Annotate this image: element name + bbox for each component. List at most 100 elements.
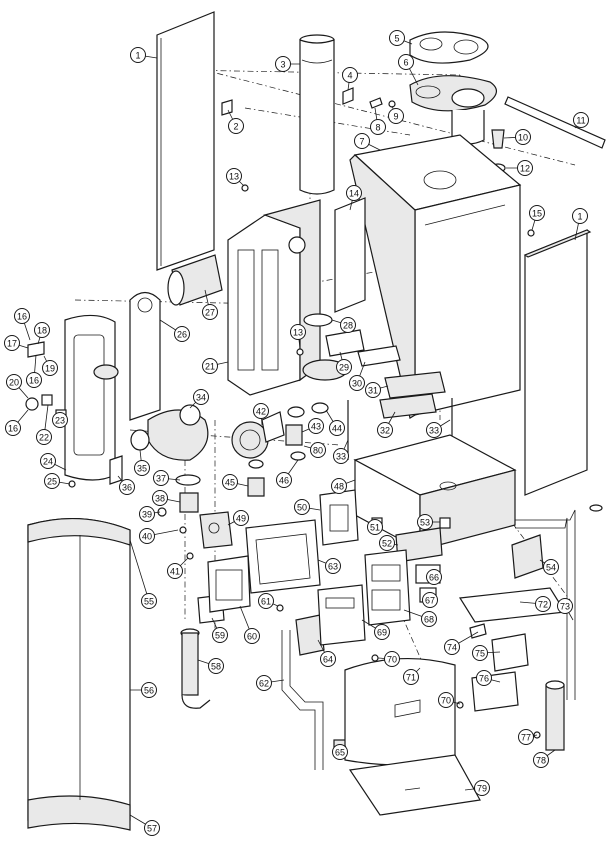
callout-39: 39: [139, 506, 155, 522]
callout-label: 67: [425, 596, 435, 606]
callout-circle: [573, 112, 589, 128]
callout-label: 18: [37, 326, 47, 336]
callout-label: 44: [332, 424, 342, 434]
callout-circle: [422, 592, 438, 608]
callout-label: 60: [247, 632, 257, 642]
callout-19: 19: [42, 360, 58, 376]
lower-fascia: [344, 657, 456, 766]
callout-17: 17: [4, 335, 20, 351]
callout-label: 6: [403, 58, 408, 68]
callout-70: 70: [384, 651, 400, 667]
flue-plate: [409, 31, 489, 64]
terminal-block: [379, 371, 446, 419]
callout-49: 49: [233, 510, 249, 526]
right-side-panel: [523, 229, 592, 496]
callout-30: 30: [349, 375, 365, 391]
callout-54: 54: [543, 559, 559, 575]
callout-78: 78: [533, 752, 549, 768]
callout-36: 36: [119, 479, 135, 495]
callout-circle: [14, 308, 30, 324]
callout-circle: [438, 692, 454, 708]
callout-66: 66: [426, 569, 442, 585]
callout-55: 55: [141, 593, 157, 609]
callout-label: 77: [521, 733, 531, 743]
callout-80: 80: [310, 442, 326, 458]
heat-exchanger: [227, 199, 348, 396]
callout-label: 55: [144, 597, 154, 607]
callout-14: 14: [346, 185, 362, 201]
callout-label: 16: [17, 312, 27, 322]
callout-circle: [349, 375, 365, 391]
fan: [147, 404, 209, 461]
callout-label: 50: [297, 503, 307, 513]
callout-63: 63: [325, 558, 341, 574]
callout-circle: [52, 412, 68, 428]
callout-circle: [529, 205, 545, 221]
callout-circle: [384, 651, 400, 667]
callout-1: 1: [130, 47, 146, 63]
callout-label: 43: [311, 422, 321, 432]
callout-73: 73: [557, 598, 573, 614]
callout-circle: [130, 47, 146, 63]
flue-pipe: [299, 34, 335, 195]
callout-circle: [141, 593, 157, 609]
callout-70: 70: [438, 692, 454, 708]
callout-13: 13: [290, 324, 306, 340]
callout-circle: [290, 324, 306, 340]
callout-33: 33: [333, 448, 349, 464]
callout-label: 11: [576, 116, 585, 126]
callout-12: 12: [517, 160, 533, 176]
callout-circle: [320, 651, 336, 667]
callout-label: 45: [225, 478, 235, 488]
callout-label: 75: [475, 649, 485, 659]
callout-label: 71: [406, 673, 416, 683]
callout-41: 41: [167, 563, 183, 579]
screw-13: [241, 184, 304, 356]
callout-13: 13: [226, 168, 242, 184]
callout-label: 79: [477, 784, 487, 794]
callout-circle: [346, 185, 362, 201]
callout-circle: [222, 474, 238, 490]
callout-circle: [474, 780, 490, 796]
callout-label: 80: [313, 446, 323, 456]
callout-circle: [5, 420, 21, 436]
callout-circle: [193, 389, 209, 405]
callout-label: 28: [343, 321, 353, 331]
callout-10: 10: [515, 129, 531, 145]
callout-circle: [325, 558, 341, 574]
condensate-trap: [533, 680, 565, 751]
callout-circle: [557, 598, 573, 614]
callout-circle: [444, 639, 460, 655]
callout-label: 37: [156, 474, 166, 484]
callout-label: 64: [323, 655, 333, 665]
callout-circle: [258, 593, 274, 609]
callout-circle: [333, 448, 349, 464]
callout-circle: [256, 675, 272, 691]
callout-label: 34: [196, 393, 206, 403]
callout-28: 28: [340, 317, 356, 333]
callout-circle: [34, 322, 50, 338]
callout-layer: 1123456789101112131314151616161718192021…: [4, 30, 589, 836]
callout-circle: [421, 611, 437, 627]
callout-label: 24: [43, 457, 53, 467]
callout-circle: [294, 499, 310, 515]
callout-18: 18: [34, 322, 50, 338]
callout-circle: [543, 559, 559, 575]
callout-5: 5: [389, 30, 405, 46]
callout-circle: [388, 108, 404, 124]
callout-label: 12: [520, 164, 530, 174]
callout-label: 74: [447, 643, 457, 653]
callout-circle: [329, 420, 345, 436]
callout-label: 54: [546, 563, 556, 573]
callout-27: 27: [202, 304, 218, 320]
callout-circle: [354, 133, 370, 149]
callout-circle: [228, 118, 244, 134]
callout-label: 13: [229, 172, 239, 182]
callout-45: 45: [222, 474, 238, 490]
inlet-assembly: [180, 628, 211, 709]
callout-label: 46: [279, 476, 289, 486]
callout-label: 66: [429, 573, 439, 583]
control-box: [353, 434, 517, 552]
callout-7: 7: [354, 133, 370, 149]
callout-label: 9: [393, 112, 398, 122]
